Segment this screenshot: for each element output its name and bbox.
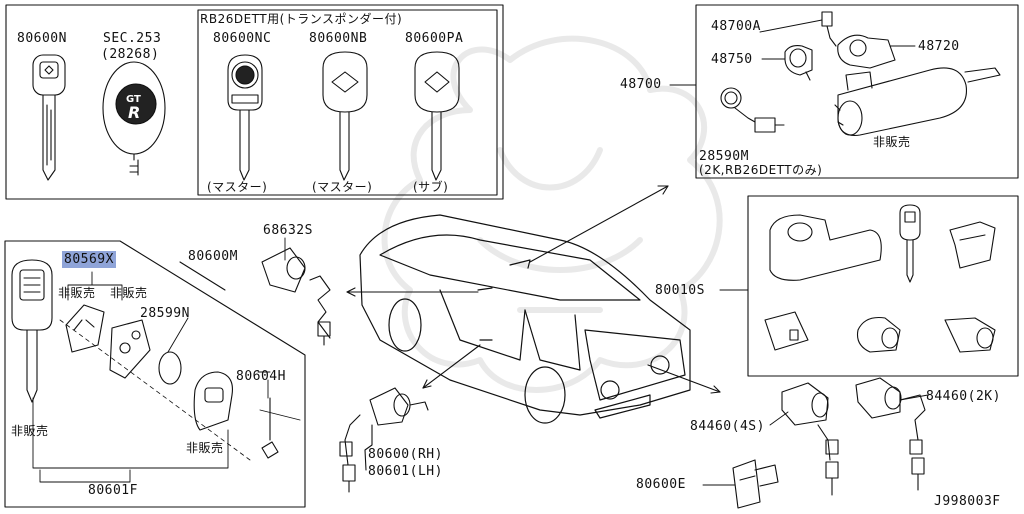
key-80600nb (322, 51, 368, 181)
label-48720: 48720 (918, 39, 960, 54)
cylinder-80010s-a (764, 311, 809, 351)
label-48750: 48750 (711, 52, 753, 67)
label-sec253-sub: (28268) (101, 47, 160, 62)
key-80010s (899, 204, 921, 283)
label-48700a: 48700A (711, 19, 761, 34)
label-80600pa: 80600PA (405, 31, 464, 46)
label-80010s: 80010S (655, 283, 705, 298)
label-68632s: 68632S (263, 223, 313, 238)
kit-80010s-box (747, 195, 1019, 377)
trunk-lock-84460-4s (781, 382, 839, 496)
label-80569x: 80569X (62, 251, 116, 268)
label-not-sold-48700: 非販売 (873, 135, 911, 149)
label-80600-rh: 80600(RH) (368, 447, 443, 462)
arrow-to-ignition (529, 185, 669, 263)
door-lock-80600 (339, 387, 429, 493)
key-80600m-left (11, 259, 53, 403)
label-master-2: (マスター) (312, 180, 373, 194)
fuel-lid-lock-68632s (261, 247, 331, 346)
label-84460-4s: 84460(4S) (690, 419, 765, 434)
label-80600nb: 80600NB (309, 31, 368, 46)
label-80600e: 80600E (636, 477, 686, 492)
label-48700: 48700 (620, 77, 662, 92)
key-80600pa (414, 51, 460, 181)
antenna-28590m (720, 87, 785, 133)
bracket-80010s (949, 221, 996, 269)
car-r34-skyline (359, 214, 691, 424)
key-80600n (32, 54, 66, 181)
cylinder-80010s-b (856, 316, 901, 353)
left-kit-outline (4, 240, 306, 508)
label-not-sold-left: 非販売 (11, 424, 49, 438)
label-80569x-highlight: 80569X (62, 251, 116, 268)
battery-28599n (158, 351, 182, 385)
label-80601f: 80601F (88, 483, 138, 498)
top-right-box (695, 4, 1019, 179)
label-80604h: 80604H (236, 369, 286, 384)
watermark-crest (381, 35, 723, 393)
diagram-id: J998003F (934, 494, 1001, 509)
bracket-80600e (732, 459, 779, 509)
connector-48700a (821, 11, 837, 47)
arrow-to-trunk (647, 364, 721, 393)
arrow-to-door (422, 344, 481, 389)
label-28590m: 28590M (699, 149, 749, 164)
label-80600n: 80600N (17, 31, 67, 46)
top-left-box (5, 4, 504, 200)
label-80600m: 80600M (188, 249, 238, 264)
key-blade-part (109, 319, 151, 379)
steering-lock-48720 (837, 34, 896, 69)
ignition-switch-48700 (834, 67, 1001, 136)
label-80601-lh: 80601(LH) (368, 464, 443, 479)
label-84460-2k: 84460(2K) (926, 389, 1001, 404)
label-28590m-note: (2K,RB26DETTのみ) (699, 163, 823, 177)
label-sec253: SEC.253 (103, 31, 162, 46)
leader-80600m (179, 261, 226, 291)
ignition-80010s (769, 214, 882, 281)
label-not-sold-a: 非販売 (58, 286, 96, 300)
key-cylinder-48750 (784, 45, 813, 81)
label-not-sold-b: 非販売 (110, 286, 148, 300)
svg-text:R: R (128, 103, 140, 122)
key-80600nc (227, 54, 263, 181)
trunk-lock-84460-2k (855, 377, 926, 491)
transponder-80569x (65, 304, 105, 353)
cylinder-80010s-c (944, 317, 996, 353)
screw-80604h (261, 397, 279, 459)
label-not-sold-right: 非販売 (186, 441, 224, 455)
label-80600nc: 80600NC (213, 31, 272, 46)
svg-text:GT: GT (126, 94, 141, 105)
label-rb26-title: RB26DETT用(トランスポンダー付) (200, 12, 403, 26)
key-cover-right (193, 371, 233, 431)
rb26-subbox (197, 9, 498, 196)
label-sub: (サブ) (413, 180, 449, 194)
label-28599n: 28599N (140, 306, 190, 321)
label-master-1: (マスター) (207, 180, 268, 194)
keyfob-sec253: GT R (102, 61, 166, 176)
